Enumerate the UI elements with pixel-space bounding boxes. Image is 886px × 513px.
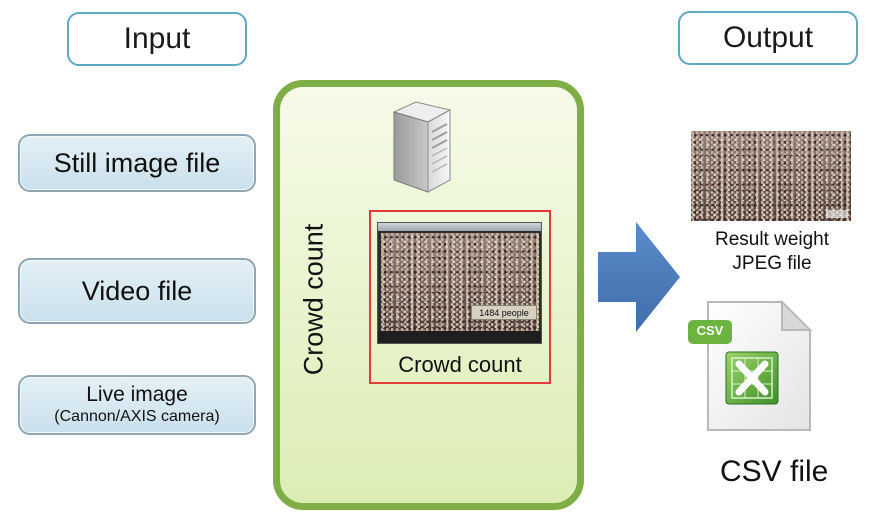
arrow-right-icon — [598, 222, 680, 332]
screenshot-titlebar — [378, 223, 541, 231]
result-jpeg-thumbnail — [691, 131, 851, 221]
result-jpeg-label: Result weight JPEG file — [692, 228, 852, 276]
input-live-image-line2: (Cannon/AXIS camera) — [54, 408, 220, 425]
input-header-label: Input — [123, 22, 191, 55]
result-jpeg-label-line1: Result weight — [714, 229, 830, 250]
frame-label: Crowd count — [398, 352, 522, 377]
result-jpeg-overlay — [826, 210, 848, 218]
input-live-image: Live image (Cannon/AXIS camera) — [18, 375, 256, 435]
input-header: Input — [67, 12, 247, 66]
input-video-label: Video file — [81, 275, 193, 306]
crowd-screenshot: 1484 people — [377, 222, 542, 344]
people-count-text: 1484 people — [479, 307, 529, 318]
input-live-image-line1: Live image — [86, 383, 188, 406]
crowd-count-frame — [369, 210, 551, 384]
people-count-badge: 1484 people — [471, 305, 537, 320]
input-still-image: Still image file — [18, 134, 256, 192]
crowd-count-vertical-label: Crowd count — [298, 223, 329, 375]
input-still-image-label: Still image file — [53, 147, 221, 178]
excel-icon — [725, 351, 779, 405]
csv-tag-label: CSV — [696, 323, 724, 338]
csv-file-label: CSV file — [720, 455, 829, 488]
output-header: Output — [678, 11, 858, 65]
screenshot-statusbar — [378, 331, 541, 343]
output-header-label: Output — [722, 21, 814, 54]
server-icon — [392, 101, 452, 193]
csv-file-icon — [688, 299, 813, 431]
result-jpeg-label-line2: JPEG file — [732, 253, 812, 274]
input-video: Video file — [18, 258, 256, 324]
